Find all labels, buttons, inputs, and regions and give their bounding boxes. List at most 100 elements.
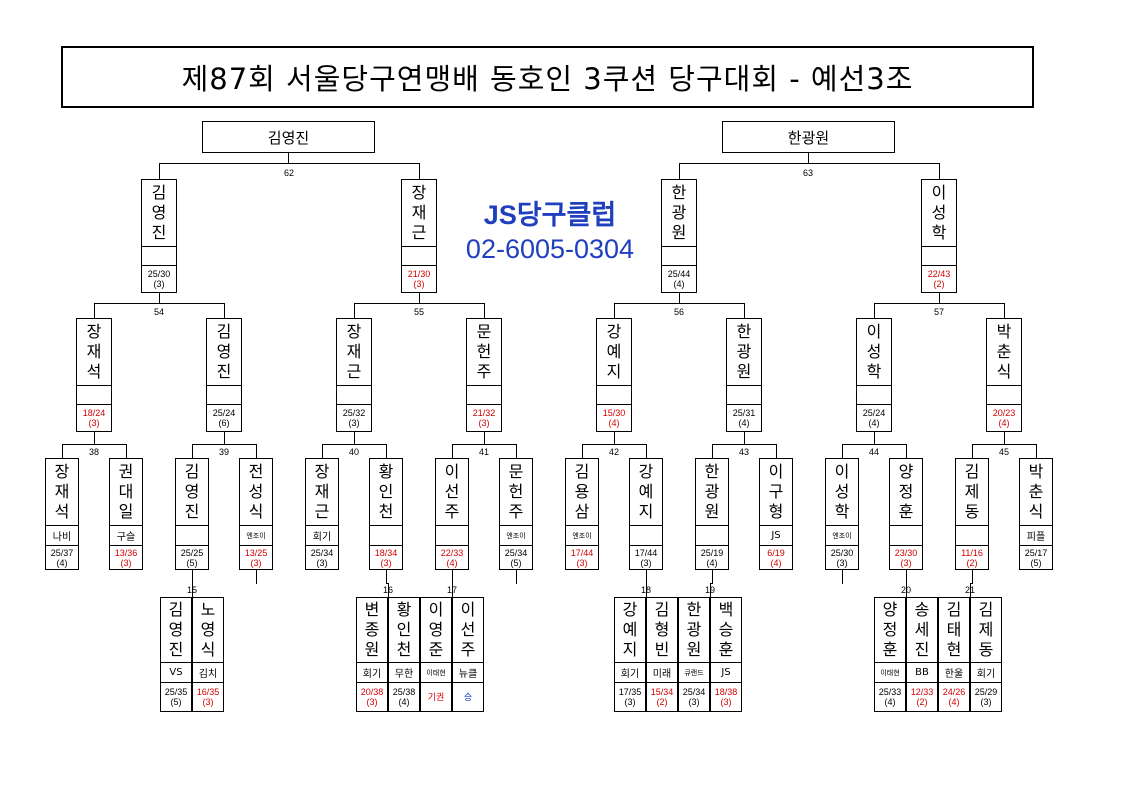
bracket-line <box>452 570 453 584</box>
player-score: 25/19(4) <box>700 547 724 568</box>
player-score: 20/38(3) <box>360 687 384 707</box>
match-number: 45 <box>998 447 1009 457</box>
bracket-line <box>1036 444 1037 459</box>
player-score: 15/30(4) <box>602 408 626 428</box>
player-club: 김치 <box>193 663 223 683</box>
match-number: 17 <box>446 585 457 595</box>
player-club: 무한 <box>389 663 419 683</box>
bracket-line <box>419 163 420 180</box>
bracket-line <box>322 444 323 459</box>
group-winner-box: 김영진 <box>202 121 375 153</box>
bracket-line <box>874 303 875 319</box>
bracket-line <box>62 444 63 459</box>
match-number: 57 <box>933 307 944 317</box>
bracket-line <box>906 570 907 584</box>
player-score: 25/38(4) <box>392 687 416 707</box>
bracket-line <box>94 432 95 445</box>
player-club <box>176 526 208 546</box>
bracket-line <box>842 570 843 584</box>
bracket-line <box>192 570 193 584</box>
bracket-line <box>354 432 355 445</box>
match-number: 16 <box>382 585 393 595</box>
bracket-line <box>972 570 973 584</box>
player-score: 6/19(4) <box>767 547 785 568</box>
bracket-line <box>224 303 225 319</box>
bracket-line <box>322 444 387 445</box>
match-number: 19 <box>704 585 715 595</box>
bracket-line <box>126 444 127 459</box>
player-club: VS <box>161 663 191 683</box>
bracket-line <box>388 583 389 598</box>
bracket-line <box>516 570 517 584</box>
bracket-line <box>386 570 387 584</box>
player-score: 25/34(3) <box>310 547 334 568</box>
player-score: 17/44(3) <box>570 547 594 568</box>
bracket-line <box>679 163 680 180</box>
bracket-line <box>516 444 517 459</box>
player-score: 25/32(3) <box>342 408 366 428</box>
bracket-line <box>614 303 745 304</box>
match-number: 20 <box>900 585 911 595</box>
bracket-line <box>192 583 193 598</box>
bracket-line <box>646 444 647 459</box>
tournament-title: 제87회 서울당구연맹배 동호인 3쿠션 당구대회 - 예선3조 <box>61 46 1034 108</box>
player-score: 15/34(2) <box>650 687 674 707</box>
player-score: 25/30(3) <box>147 269 171 289</box>
bracket-line <box>712 444 777 445</box>
match-number: 44 <box>868 447 879 457</box>
bracket-line <box>972 444 1037 445</box>
player-score: 20/23(4) <box>992 408 1016 428</box>
bracket-line <box>744 303 745 319</box>
match-number: 39 <box>218 447 229 457</box>
player-score: 24/26(4) <box>942 687 966 707</box>
player-score: 25/30(3) <box>830 547 854 568</box>
player-club: 구슬 <box>110 526 142 546</box>
player-club <box>890 526 922 546</box>
player-club: 이태현 <box>421 663 451 683</box>
bracket-line <box>386 583 389 584</box>
player-club: 엔조이 <box>826 526 858 546</box>
player-club: 회기 <box>971 663 1001 683</box>
player-score: 기권 <box>427 692 445 702</box>
player-score: 25/33(4) <box>878 687 902 707</box>
player-club <box>630 526 662 546</box>
player-score: 16/35(3) <box>196 687 220 707</box>
player-club: 미래 <box>647 663 677 683</box>
